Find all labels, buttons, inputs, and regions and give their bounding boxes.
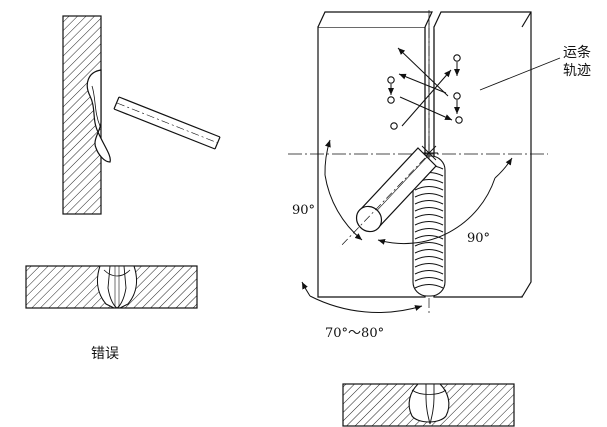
weld-ripple bbox=[414, 186, 444, 191]
angle-label-left: 90° bbox=[292, 203, 316, 218]
weld-ripple bbox=[414, 263, 444, 268]
angle-label-bottom: 70°～80° bbox=[325, 326, 385, 341]
weld-ripple bbox=[414, 249, 444, 254]
weld-ripple bbox=[414, 270, 444, 275]
weld-ripple bbox=[414, 207, 444, 212]
weld-ripple bbox=[414, 221, 444, 226]
angle-arcs bbox=[301, 139, 513, 313]
weld-ripple bbox=[414, 228, 444, 233]
angle-label-right: 90° bbox=[467, 231, 491, 246]
weld-ripple bbox=[414, 200, 444, 205]
error-caption: 错误 bbox=[91, 346, 119, 362]
travel-trajectory bbox=[387, 47, 561, 130]
trajectory-label-1: 运条 bbox=[563, 45, 591, 61]
electrode-left bbox=[113, 96, 221, 150]
weld-ripple bbox=[414, 235, 444, 240]
correct-cross-section bbox=[342, 383, 515, 427]
weld-ripple bbox=[414, 193, 444, 198]
weld-ripple bbox=[414, 242, 444, 247]
weld-ripple bbox=[414, 277, 444, 282]
weld-ripple bbox=[414, 214, 444, 219]
weld-ripple bbox=[414, 256, 444, 261]
electrode-right bbox=[339, 147, 437, 248]
wrong-vertical-sketch bbox=[62, 15, 221, 215]
trajectory-label-2: 轨迹 bbox=[563, 63, 591, 79]
weld-sag-bead bbox=[86, 69, 111, 163]
weld-ripple bbox=[414, 284, 444, 289]
wrong-cross-section bbox=[25, 265, 198, 309]
